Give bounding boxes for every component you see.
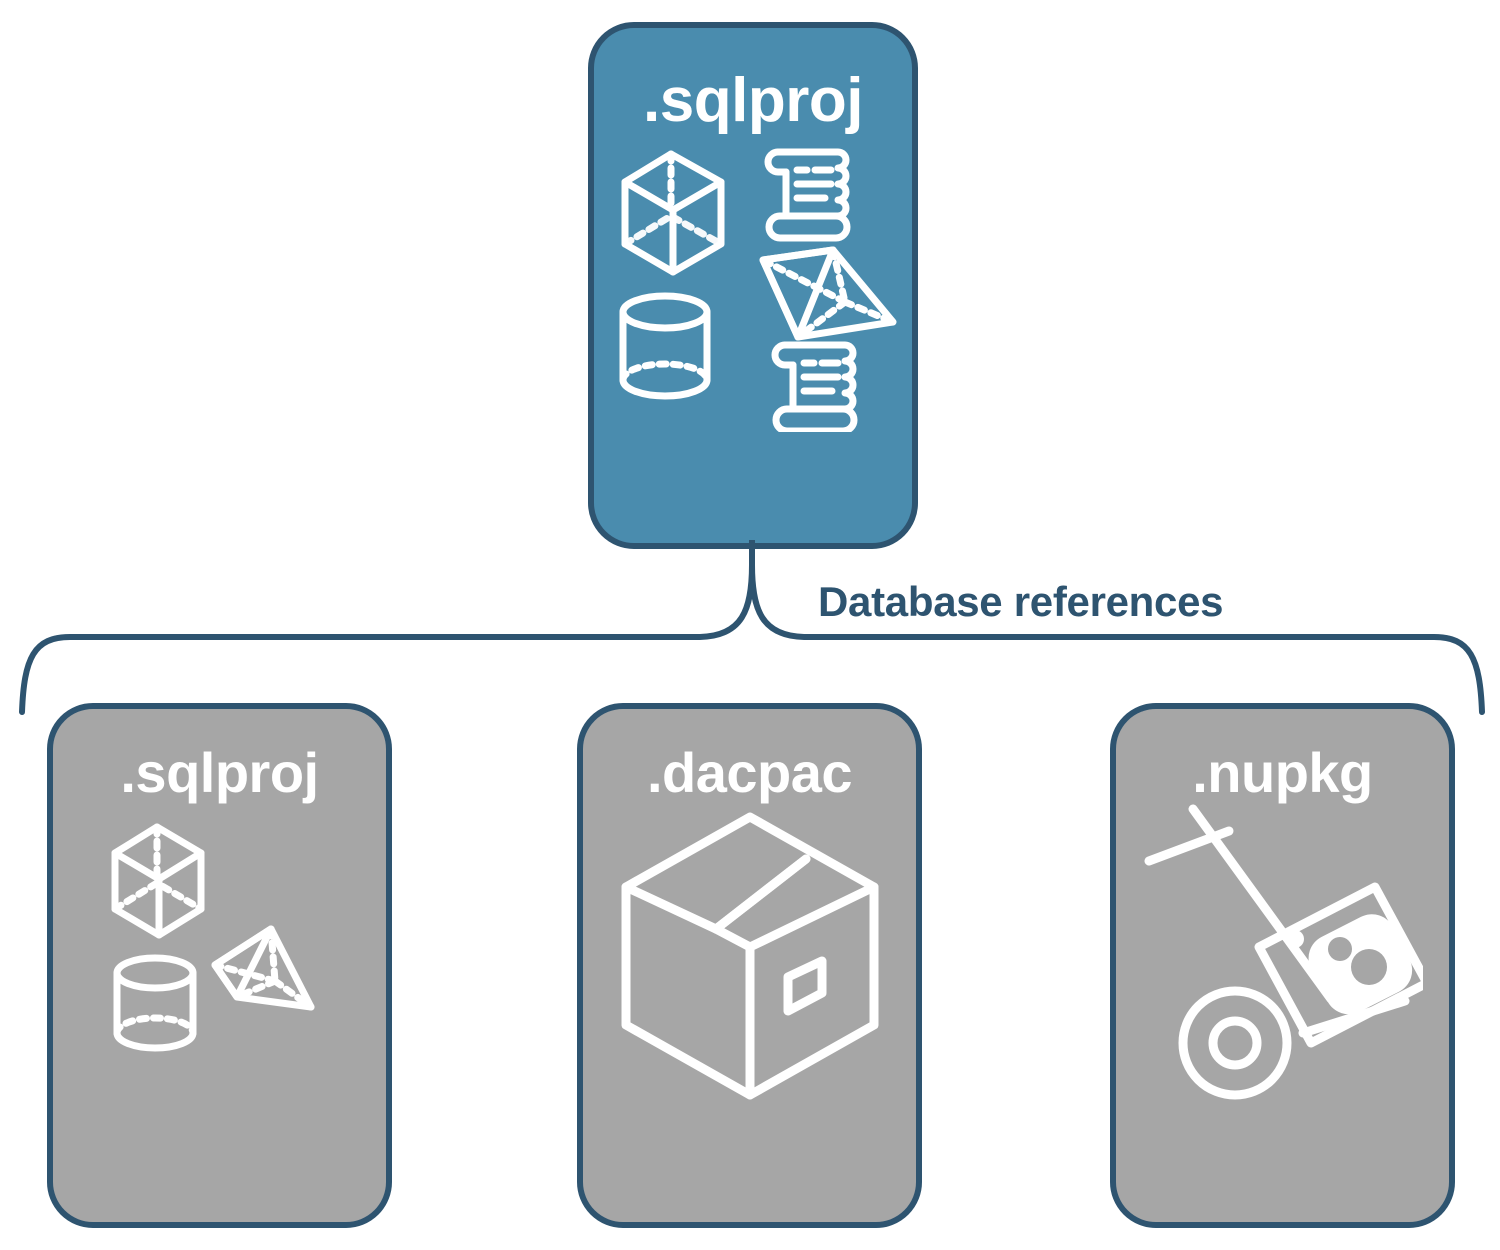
hand-truck-package-icon — [1144, 804, 1423, 1100]
card-ref-sqlproj-title: .sqlproj — [120, 741, 319, 804]
cylinder-wireframe-icon — [113, 954, 196, 1052]
pyramid-wireframe-icon — [211, 925, 314, 1011]
card-ref-sqlproj-artwork — [53, 801, 386, 1222]
pyramid-wireframe-icon — [759, 246, 897, 341]
database-objects-icon-group — [111, 823, 314, 1052]
card-root-artwork — [594, 132, 912, 543]
nuget-glyph-holes — [1327, 937, 1387, 985]
scroll-icon-top — [764, 148, 851, 242]
card-ref-nupkg-title: .nupkg — [1192, 741, 1373, 804]
database-references-brace — [19, 540, 1485, 715]
scroll-icon-bottom — [771, 341, 858, 432]
card-ref-dacpac-title: .dacpac — [646, 741, 853, 804]
card-ref-dacpac[interactable]: .dacpac — [577, 703, 922, 1228]
card-ref-nupkg-artwork — [1116, 801, 1449, 1222]
card-root-sqlproj[interactable]: .sqlproj — [588, 22, 918, 549]
shipping-box-icon — [621, 812, 878, 1100]
brace-left-arm — [19, 562, 755, 715]
card-ref-sqlproj[interactable]: .sqlproj — [47, 703, 392, 1228]
brace-label-database-references: Database references — [818, 578, 1224, 625]
cube-wireframe-icon — [111, 823, 204, 939]
card-ref-dacpac-artwork — [583, 801, 916, 1222]
nuget-dot-icon — [1285, 930, 1304, 948]
database-objects-icon-group — [619, 148, 897, 432]
cylinder-wireframe-icon — [619, 292, 711, 400]
card-ref-nupkg[interactable]: .nupkg — [1110, 703, 1455, 1228]
cube-wireframe-icon — [621, 150, 725, 276]
card-root-title: .sqlproj — [643, 66, 863, 135]
